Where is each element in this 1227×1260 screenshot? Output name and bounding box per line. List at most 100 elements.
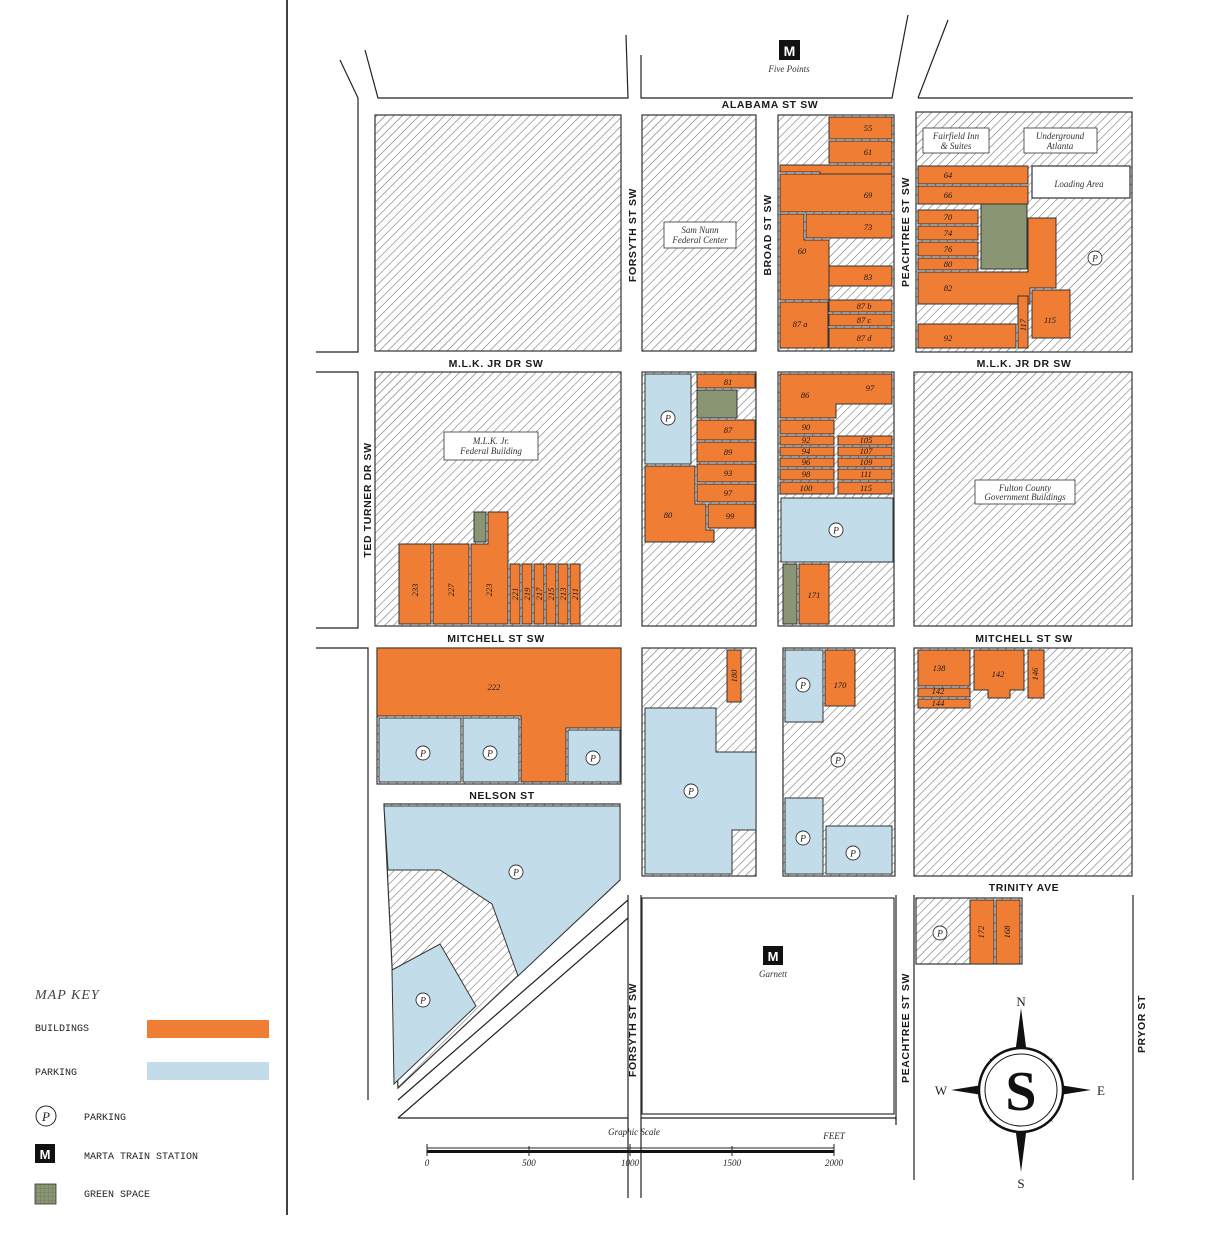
street-alabama: ALABAMA ST SW	[722, 99, 819, 111]
parking-lot	[644, 707, 757, 875]
svg-text:233: 233	[410, 584, 420, 597]
svg-text:P: P	[1091, 255, 1098, 265]
svg-text:66: 66	[944, 190, 953, 200]
svg-text:213: 213	[558, 588, 568, 601]
svg-text:87 a: 87 a	[793, 319, 808, 329]
green-space	[980, 202, 1028, 270]
green-space	[473, 511, 487, 543]
compass-east: E	[1097, 1083, 1105, 1098]
svg-text:100: 100	[800, 483, 814, 493]
building	[376, 647, 622, 783]
svg-text:180: 180	[729, 669, 739, 683]
svg-text:73: 73	[864, 222, 873, 232]
key-marta-icon	[35, 1144, 55, 1163]
key-marta-letter: M	[40, 1147, 51, 1162]
compass-center-letter: S	[1005, 1061, 1036, 1123]
svg-text:170: 170	[834, 680, 848, 690]
marta-garnett[interactable]: M Garnett	[759, 946, 787, 979]
svg-text:146: 146	[1030, 667, 1040, 681]
building	[969, 899, 995, 965]
marta-five-points[interactable]: M Five Points	[767, 40, 810, 74]
key-parking-label: PARKING	[35, 1068, 77, 1079]
svg-text:87 c: 87 c	[857, 315, 872, 325]
key-green-label: GREEN SPACE	[84, 1190, 150, 1201]
key-buildings-label: BUILDINGS	[35, 1024, 89, 1035]
building	[828, 265, 893, 287]
building	[779, 213, 830, 301]
station-five-points: Five Points	[767, 64, 810, 74]
svg-text:98: 98	[802, 469, 811, 479]
key-buildings-swatch	[147, 1020, 269, 1038]
building	[837, 481, 893, 495]
graphic-scale: Graphic Scale FEET 0 500 1000 1500 2000	[425, 1127, 846, 1168]
parking-marker-icon: P	[482, 745, 498, 761]
svg-text:P: P	[419, 997, 426, 1007]
green-space	[782, 563, 798, 625]
street-pryor: PRYOR ST	[1136, 995, 1148, 1053]
svg-text:P: P	[832, 527, 839, 537]
parking-marker-icon: P	[683, 783, 699, 799]
building	[917, 687, 971, 698]
scale-tick-1500: 1500	[723, 1158, 742, 1168]
svg-text:211: 211	[570, 588, 580, 600]
building	[837, 457, 893, 468]
svg-text:87 d: 87 d	[857, 333, 873, 343]
building	[798, 563, 830, 625]
svg-text:222: 222	[488, 682, 502, 692]
svg-text:94: 94	[802, 446, 811, 456]
building	[779, 373, 893, 419]
building	[828, 299, 893, 313]
svg-text:217: 217	[534, 587, 544, 601]
building	[995, 899, 1021, 965]
key-marta-label: MARTA TRAIN STATION	[84, 1152, 198, 1163]
svg-text:138: 138	[933, 663, 947, 673]
building	[432, 543, 470, 625]
building	[917, 649, 971, 687]
street-trinity: TRINITY AVE	[989, 882, 1060, 894]
building	[917, 698, 971, 709]
svg-text:92: 92	[944, 333, 953, 343]
svg-text:89: 89	[724, 447, 733, 457]
svg-text:83: 83	[864, 272, 873, 282]
svg-text:87 b: 87 b	[857, 301, 872, 311]
street-labels: ALABAMA ST SW M.L.K. JR DR SW M.L.K. JR …	[362, 99, 1148, 1083]
svg-text:172: 172	[976, 925, 986, 939]
svg-text:90: 90	[802, 422, 811, 432]
street-forsyth-south: FORSYTH ST SW	[627, 983, 639, 1077]
building	[837, 468, 893, 481]
block-garnett	[641, 897, 895, 1115]
building	[726, 649, 742, 703]
compass-rose: S N S W E	[935, 994, 1105, 1191]
scale-tick-2000: 2000	[825, 1158, 844, 1168]
scale-title: Graphic Scale	[608, 1127, 660, 1137]
svg-text:144: 144	[932, 698, 946, 708]
building	[973, 649, 1025, 699]
svg-text:109: 109	[860, 457, 874, 467]
parcel-labels: 55 61 69 73 60 83 87 a 87 b 87 c 87 d 64…	[410, 123, 1056, 938]
building	[828, 116, 893, 140]
svg-text:P: P	[799, 682, 806, 692]
building	[917, 241, 979, 257]
svg-text:115: 115	[860, 483, 872, 493]
svg-text:61: 61	[864, 147, 873, 157]
building	[837, 435, 893, 446]
svg-text:115: 115	[1044, 315, 1056, 325]
svg-text:80: 80	[664, 510, 673, 520]
building	[805, 213, 893, 239]
label-government-buildings: Government Buildings	[984, 492, 1066, 502]
building	[533, 563, 545, 625]
svg-text:87: 87	[724, 425, 733, 435]
building	[696, 463, 756, 483]
svg-text:P: P	[512, 869, 519, 879]
building	[696, 483, 756, 503]
street-nelson: NELSON ST	[469, 790, 535, 802]
street-ted-turner: TED TURNER DR SW	[362, 442, 374, 557]
building	[779, 173, 893, 213]
building	[828, 327, 893, 349]
street-forsyth-north: FORSYTH ST SW	[627, 188, 639, 282]
street-peachtree-south: PEACHTREE ST SW	[900, 973, 912, 1083]
svg-text:P: P	[834, 757, 841, 767]
parking-marker-icon: P	[845, 845, 861, 861]
parking-marker-icon: P	[828, 522, 844, 538]
building	[917, 165, 1029, 185]
